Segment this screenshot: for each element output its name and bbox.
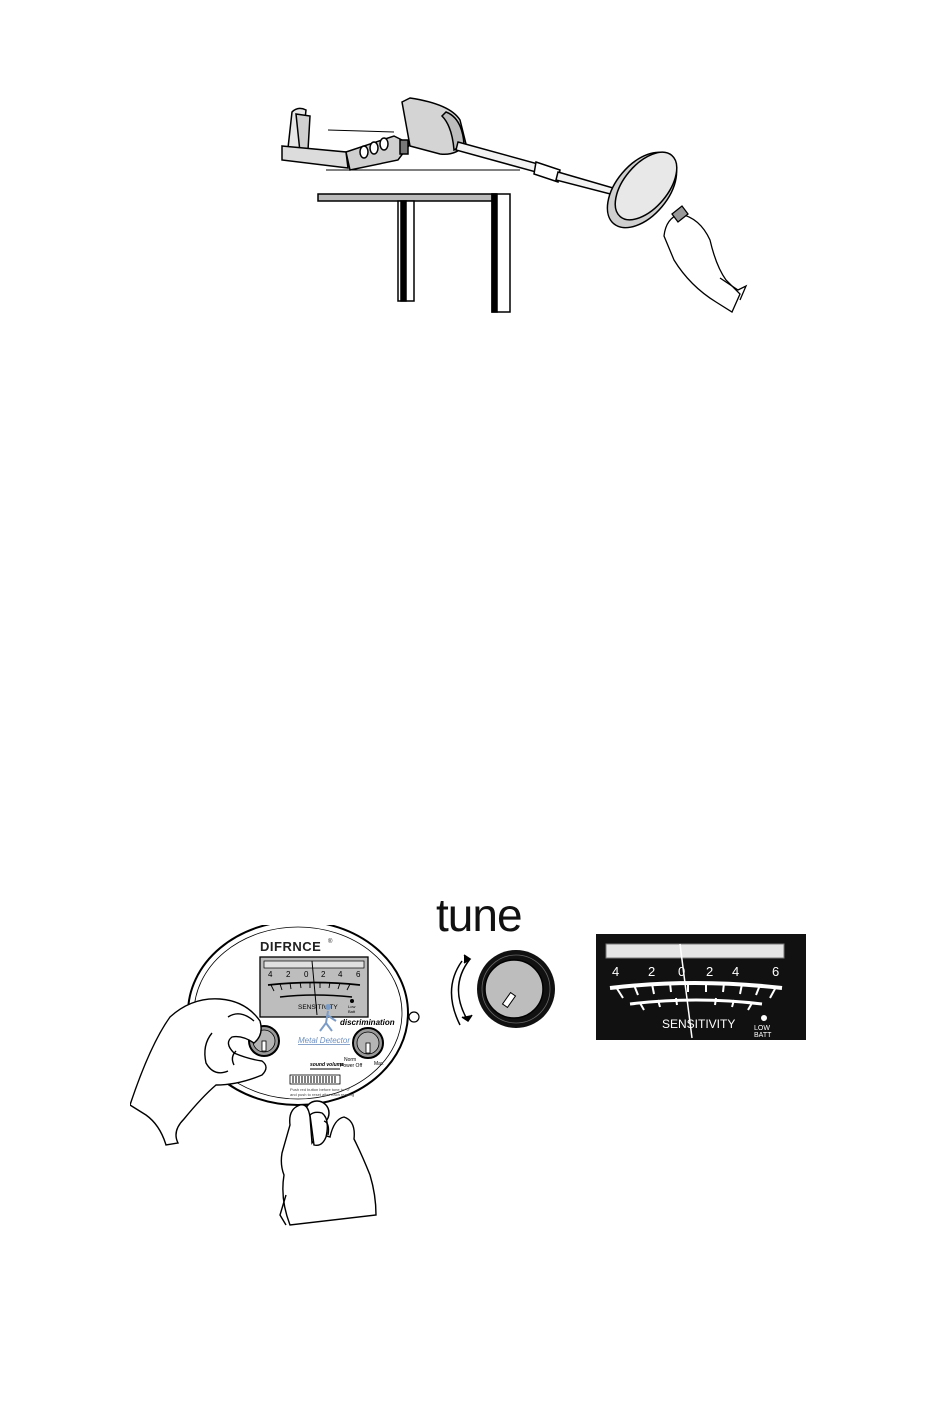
hand-holding-coin [664,206,746,312]
barcode-sticker [290,1075,340,1084]
meter-zoom-tick-label: 6 [772,964,779,979]
tune-title: tune [436,888,522,942]
meter-tick-label: 2 [286,970,291,979]
meter-zoom-tick-label: 2 [648,964,655,979]
discrimination-label: discrimination [340,1018,395,1027]
tune-knob[interactable] [477,950,555,1028]
table [318,170,520,312]
knob-max-label: Max [374,1061,384,1067]
knob-power-off-label: Power Off [340,1063,363,1069]
product-label: Metal Detector [298,1036,350,1045]
arm-cuff [288,108,310,152]
meter-zoom-tick-label: 4 [612,964,619,979]
meter-tick-label: 4 [338,970,343,979]
meter-tick-label: 2 [321,970,326,979]
meter-zoom-tick-label: 4 [732,964,739,979]
brand-mark: ® [328,938,333,945]
brand-logo: DIFRNCE [260,939,321,954]
sensitivity-meter-zoom: 4 2 0 2 4 6 SENSITIVITY LOW BATT [596,934,806,1040]
low-batt-label: BATT [754,1032,772,1039]
meter-tick-label: 0 [304,970,309,979]
meter-zoom-tick-label: 2 [706,964,713,979]
control-panel-illustration: DIFRNCE ® 4 2 0 2 4 6 SENSITIVITY Low Ba… [130,925,430,1250]
detector-on-table-illustration [270,90,750,330]
knob-label: sound volume [310,1062,344,1068]
sensitivity-meter: 4 2 0 2 4 6 SENSITIVITY Low Batt [260,957,368,1017]
meter-tick-label: 4 [268,970,273,979]
low-batt-label: LOW [754,1025,770,1032]
rotate-arrows-icon [451,955,472,1025]
detector-shaft [456,142,620,196]
tune-knob-illustration [440,945,560,1035]
right-hand [280,1105,376,1225]
meter-zoom-label: SENSITIVITY [662,1017,735,1031]
low-batt-indicator [761,1015,767,1021]
meter-label: SENSITIVITY [298,1004,338,1011]
low-batt-label: Batt [348,1009,356,1014]
discrimination-knob[interactable] [353,1028,383,1058]
meter-tick-label: 6 [356,970,361,979]
instruction-text: and push to reset after each reading [290,1092,354,1097]
left-hand [130,999,266,1145]
